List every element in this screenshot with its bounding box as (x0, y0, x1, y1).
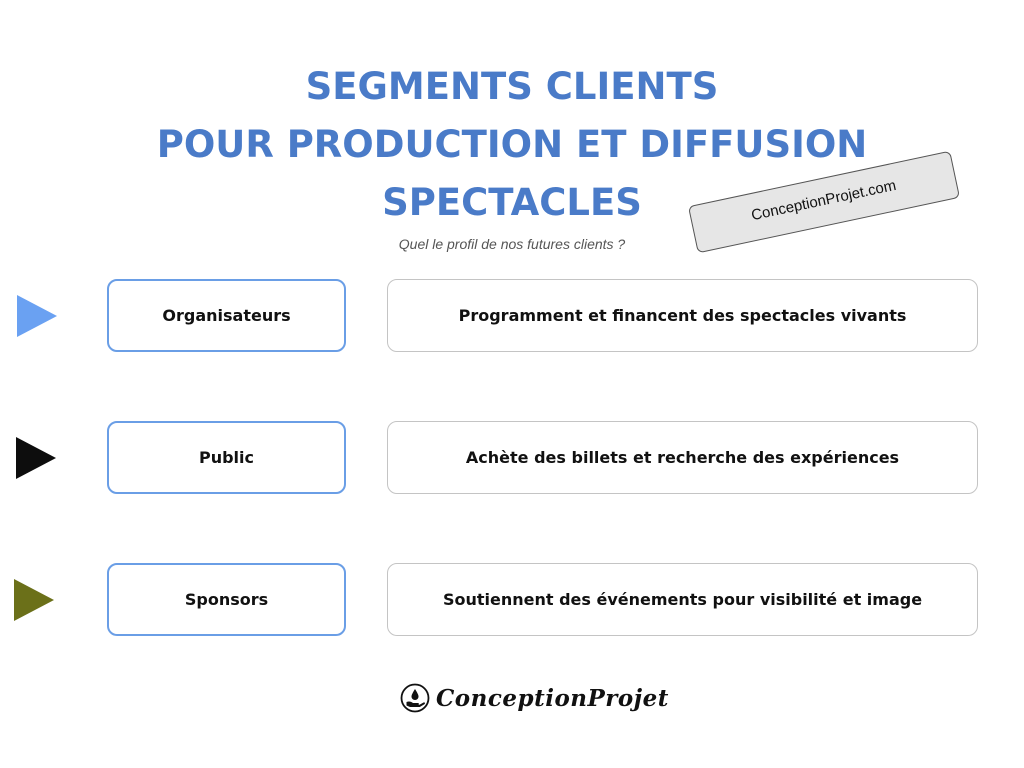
title-line-2: POUR PRODUCTION ET DIFFUSION (156, 123, 868, 166)
segment-box-organisateurs: Organisateurs (107, 279, 346, 352)
segment-description-organisateurs: Programment et financent des spectacles … (387, 279, 978, 352)
segment-description-text: Achète des billets et recherche des expé… (465, 448, 900, 467)
subtitle: Quel le profil de nos futures clients ? (398, 236, 626, 252)
segment-description-text: Programment et financent des spectacles … (458, 306, 907, 325)
title-line-3: SPECTACLES (382, 181, 642, 224)
logo-text: ConceptionProjet (436, 684, 669, 712)
segment-description-text: Soutiennent des événements pour visibili… (442, 590, 923, 609)
segment-description-sponsors: Soutiennent des événements pour visibili… (387, 563, 978, 636)
hand-with-drop-logo-icon (400, 683, 430, 713)
segment-arrow-icon (16, 437, 56, 479)
brand-logo: ConceptionProjet (400, 680, 669, 716)
segment-label: Sponsors (184, 590, 269, 609)
segment-description-public: Achète des billets et recherche des expé… (387, 421, 978, 494)
segment-box-sponsors: Sponsors (107, 563, 346, 636)
title-line-1: SEGMENTS CLIENTS (305, 65, 719, 108)
segment-arrow-icon (14, 579, 54, 621)
segment-arrow-icon (17, 295, 57, 337)
segment-label: Organisateurs (162, 306, 291, 325)
segment-box-public: Public (107, 421, 346, 494)
segment-label: Public (198, 448, 255, 467)
page-title: SEGMENTS CLIENTS POUR PRODUCTION ET DIFF… (0, 58, 1024, 232)
